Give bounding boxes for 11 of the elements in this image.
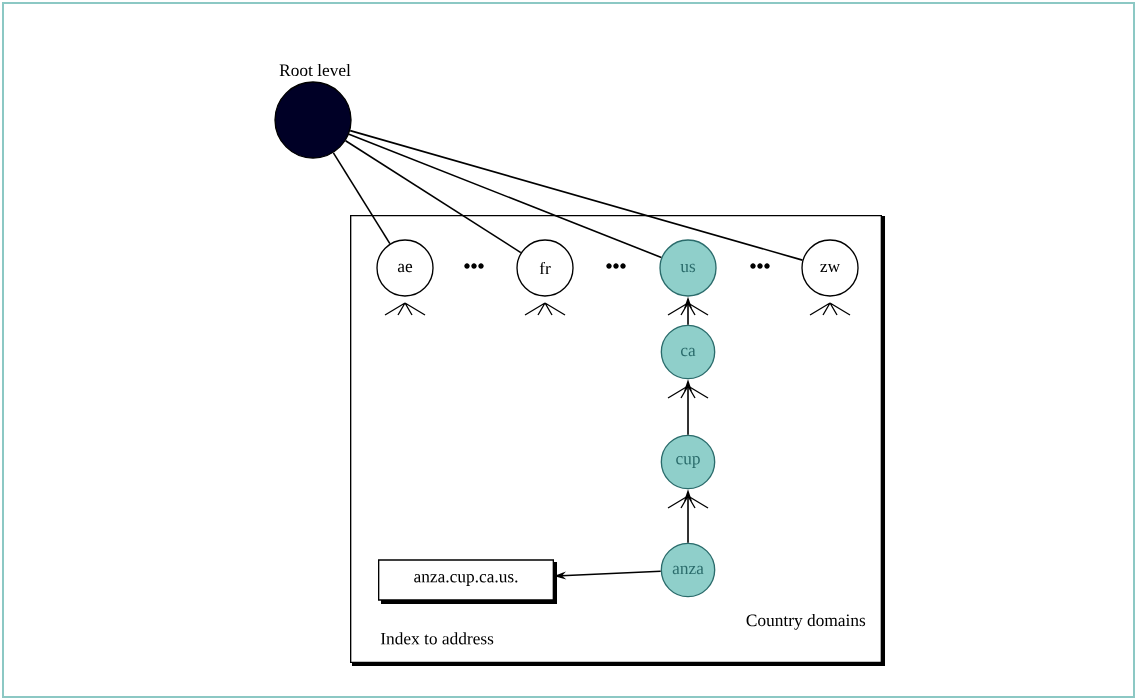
connector — [348, 133, 663, 259]
ellipsis-dots: ••• — [606, 263, 626, 269]
address-box: anza.cup.ca.us. — [378, 559, 557, 604]
ellipsis-dots: ••• — [464, 263, 484, 269]
ellipsis-dots: ••• — [750, 263, 770, 269]
connector — [349, 129, 804, 261]
connector — [332, 152, 391, 245]
connector — [344, 140, 522, 254]
level-label: Root level — [279, 63, 351, 77]
root-circle — [274, 81, 352, 159]
box-caption: Index to address — [380, 632, 494, 645]
